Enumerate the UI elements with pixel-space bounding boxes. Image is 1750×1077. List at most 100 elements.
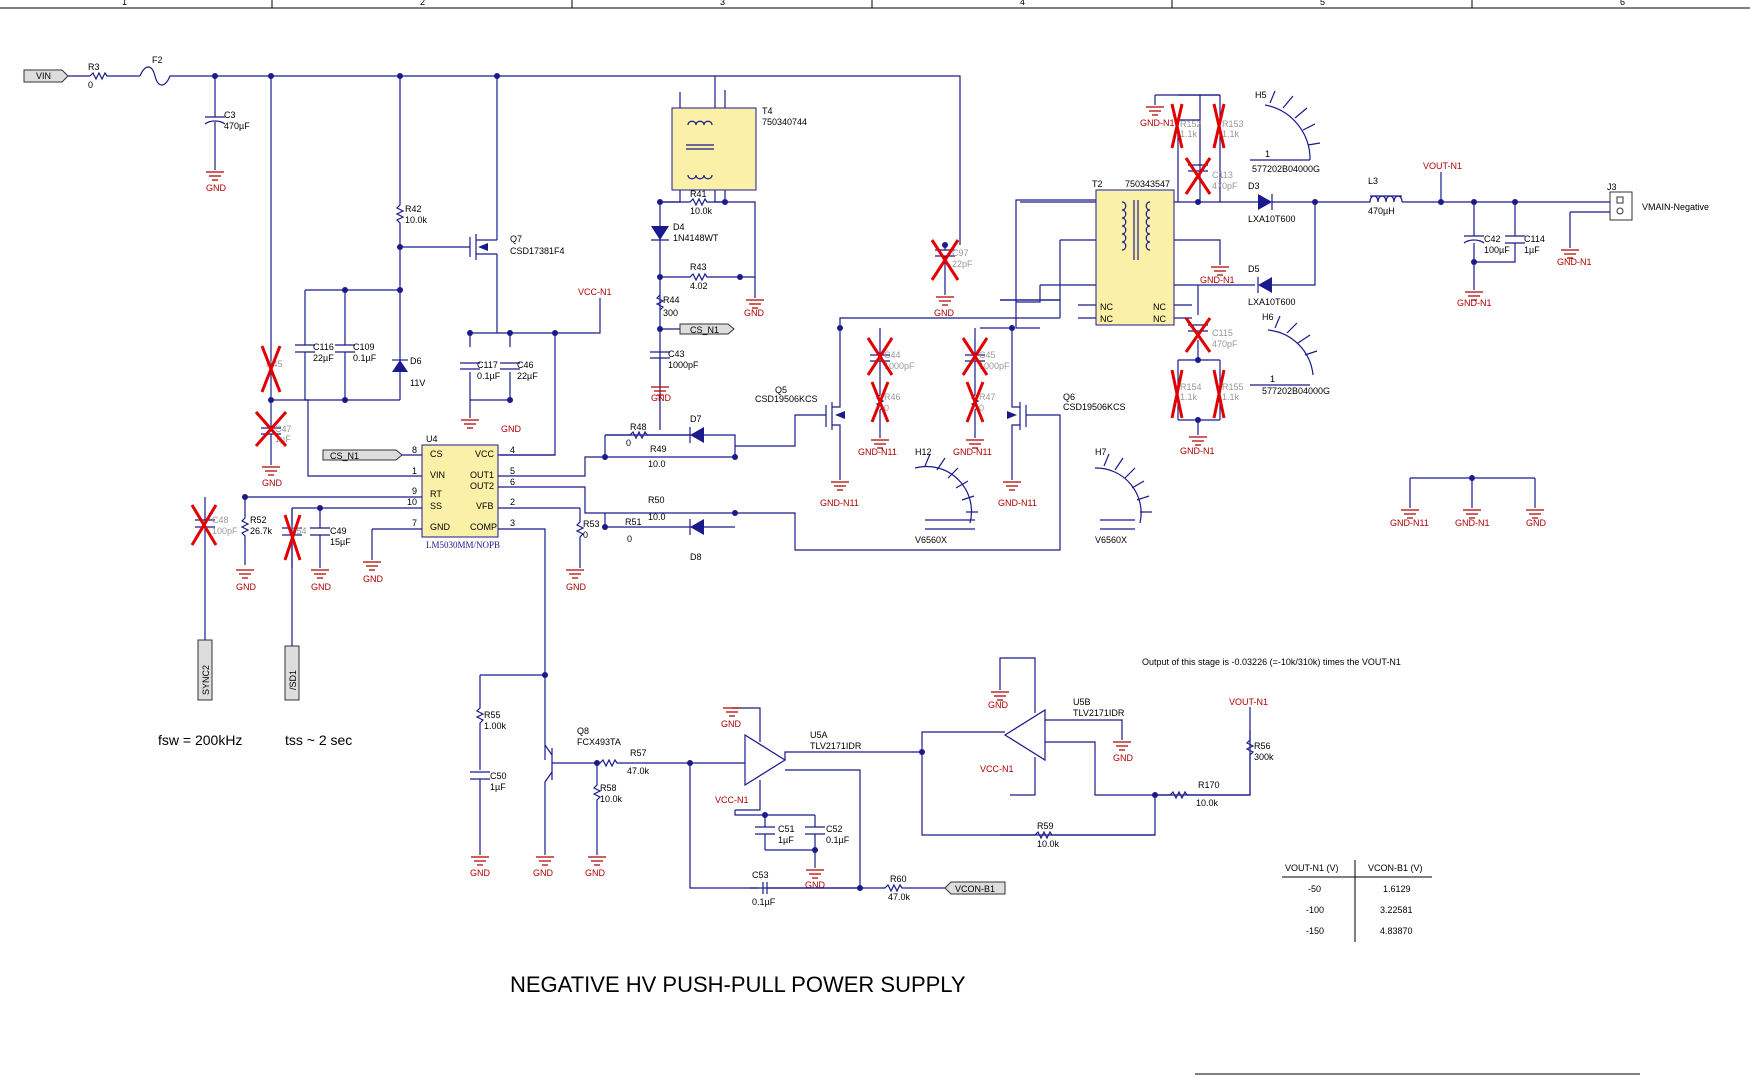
r42-val: 10.0k xyxy=(405,215,428,225)
r60-val: 47.0k xyxy=(888,892,911,902)
r154-val: 1.1k xyxy=(1180,392,1198,402)
d5-val: LXA10T600 xyxy=(1248,297,1296,307)
r53-val: 0 xyxy=(583,530,588,540)
r3-val: 0 xyxy=(88,80,93,90)
r51-ref: R51 xyxy=(625,517,642,527)
t2-nc2: NC xyxy=(1100,314,1113,324)
u4-pn-7: 7 xyxy=(412,518,417,528)
c46-gnd: GND xyxy=(501,424,522,434)
r45-c47-dnp: R45 C47 1µF GND xyxy=(254,76,410,488)
c47-ref: C47 xyxy=(275,424,292,434)
u4-pn-3: 3 xyxy=(510,518,515,528)
c117-ref: C117 xyxy=(477,360,498,370)
d6-ref: D6 xyxy=(410,356,422,366)
f2-fuse xyxy=(139,66,961,245)
r52-val: 26.7k xyxy=(250,526,273,536)
q5-ref: Q5 xyxy=(775,385,787,395)
c43-ref: C43 xyxy=(668,349,685,359)
t2-nc1: NC xyxy=(1100,302,1113,312)
c47-val: 1µF xyxy=(275,434,291,444)
r41-ref: R41 xyxy=(690,189,707,199)
r43-val: 4.02 xyxy=(690,281,708,291)
table-r1-c1: 3.22581 xyxy=(1380,905,1413,915)
r153-val: 1.1k xyxy=(1222,129,1240,139)
r58-ref: R58 xyxy=(600,783,617,793)
vout-n1-top: VOUT-N1 xyxy=(1423,161,1462,171)
vcc-n1-top: VCC-N1 xyxy=(578,287,612,297)
u5b-val: TLV2171IDR xyxy=(1073,708,1125,718)
r55-val: 1.00k xyxy=(484,721,507,731)
r44-ref: R44 xyxy=(663,295,680,305)
c49-val: 15µF xyxy=(330,537,351,547)
cs-n1-port-left xyxy=(322,449,403,461)
c97-ref: C97 xyxy=(952,248,969,258)
secondary-rectifier: GND-N1 R152 1.1k R153 1.1k C113 470pF D3… xyxy=(1140,90,1330,456)
u5a-val: TLV2171IDR xyxy=(810,741,862,751)
c42-ref: C42 xyxy=(1484,234,1501,244)
h6-val: 577202B04000G xyxy=(1262,386,1330,396)
u4-val: LM5030MM/NOPB xyxy=(426,540,500,550)
c109-val: 0.1µF xyxy=(353,353,377,363)
r49-val: 10.0 xyxy=(648,459,666,469)
c51-val: 1µF xyxy=(778,835,794,845)
r50-ref: R50 xyxy=(648,495,665,505)
table-r0-c1: 1.6129 xyxy=(1383,884,1411,894)
d6-val: 11V xyxy=(410,378,425,388)
r46-gnd: GND-N11 xyxy=(858,447,897,457)
r43-gnd: GND xyxy=(744,308,765,318)
c114-val: 1µF xyxy=(1524,245,1540,255)
r57-ref: R57 xyxy=(630,748,647,758)
u4-pin-ss: SS xyxy=(430,501,442,511)
r155-ref: R155 xyxy=(1222,382,1244,392)
t2-transformer: T2 750343547 NC NC NC NC xyxy=(1000,179,1255,326)
r47-val: 0 xyxy=(979,403,984,413)
r46-ref: R46 xyxy=(884,392,901,402)
u4-pin-rt: RT xyxy=(430,489,442,499)
vmain-label: VMAIN-Negative xyxy=(1642,202,1709,212)
u4-body xyxy=(421,444,499,538)
u4-pin-out2: OUT2 xyxy=(470,481,494,491)
l3-ref: L3 xyxy=(1368,176,1378,186)
u4-pn-1: 1 xyxy=(412,466,417,476)
zone-5: 5 xyxy=(1320,0,1325,7)
c45-ref: C45 xyxy=(979,350,996,360)
zone-4: 4 xyxy=(1020,0,1025,7)
zone-6: 6 xyxy=(1620,0,1625,7)
c3-gnd: GND xyxy=(206,183,227,193)
r155-val: 1.1k xyxy=(1222,392,1240,402)
f2-ref: F2 xyxy=(152,55,163,65)
r49-ref: R49 xyxy=(650,444,667,454)
u4-gnd: GND xyxy=(363,574,384,584)
r47-ref: R47 xyxy=(979,392,996,402)
d3-val: LXA10T600 xyxy=(1248,214,1296,224)
c3-ref: C3 xyxy=(224,110,236,120)
c50-gnd: GND xyxy=(470,868,491,878)
r57-val: 47.0k xyxy=(627,766,650,776)
c48-ref: C48 xyxy=(212,515,229,525)
d4-ref: D4 xyxy=(673,222,685,232)
u4-pn-8: 8 xyxy=(412,445,417,455)
c42-gnd: GND-N1 xyxy=(1457,298,1492,308)
vout-vcon-table: VOUT-N1 (V) VCON-B1 (V) -50 1.6129 -100 … xyxy=(1282,860,1432,942)
t4-ref: T4 xyxy=(762,106,773,116)
tie-gnd-n1: GND-N1 xyxy=(1455,518,1490,528)
zone-1: 1 xyxy=(122,0,127,7)
u5b-gnd-right: GND xyxy=(1113,753,1134,763)
u4-pin-vcc: VCC xyxy=(475,449,495,459)
q8-gnd: GND xyxy=(533,868,554,878)
u4-pn-6: 6 xyxy=(510,477,515,487)
u4-pn-4: 4 xyxy=(510,445,515,455)
q7-val: CSD17381F4 xyxy=(510,246,565,256)
r46-val: 0 xyxy=(884,403,889,413)
vcon-b1-port xyxy=(944,881,1006,895)
c115-ref: C115 xyxy=(1212,328,1233,338)
c51-ref: C51 xyxy=(778,824,795,834)
h5-one: 1 xyxy=(1265,149,1270,159)
r153-ref: R153 xyxy=(1222,119,1244,129)
h12-val: V6560X xyxy=(915,535,947,545)
r170-ref: R170 xyxy=(1198,780,1220,790)
input-section: VIN R3 0 F2 C3 470µF GND xyxy=(23,55,961,245)
page-title: NEGATIVE HV PUSH-PULL POWER SUPPLY xyxy=(510,972,966,997)
zone-border: 1 2 3 4 5 6 xyxy=(0,0,1750,9)
q8-val: FCX493TA xyxy=(577,737,621,747)
